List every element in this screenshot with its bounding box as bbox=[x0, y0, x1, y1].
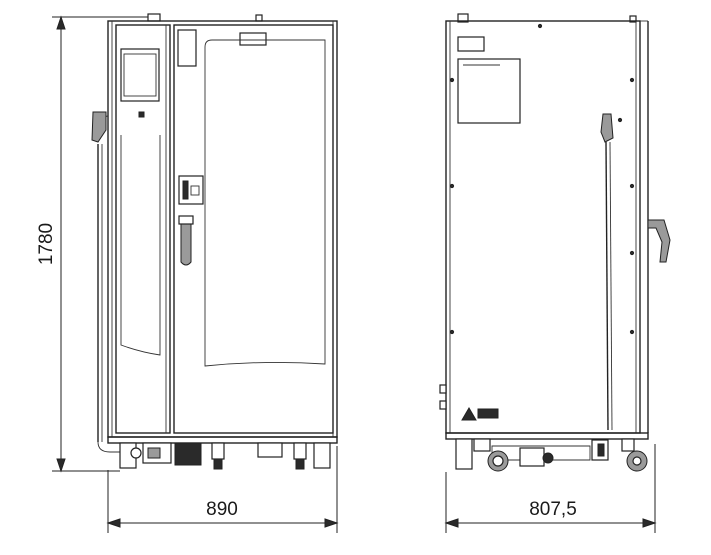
hand-shower-hose bbox=[91, 111, 107, 143]
door-handle bbox=[180, 223, 192, 266]
drain-box bbox=[174, 442, 202, 466]
side-view bbox=[439, 13, 671, 472]
display-screen bbox=[120, 48, 160, 102]
door-window bbox=[204, 39, 326, 367]
side-depth-dimension: 807,5 bbox=[444, 444, 657, 533]
warning-icon bbox=[461, 407, 477, 421]
rivet-dots bbox=[449, 23, 635, 335]
top-vent-knob bbox=[147, 13, 161, 22]
control-panel bbox=[115, 24, 171, 434]
front-width-label: 890 bbox=[206, 499, 238, 520]
oven-door bbox=[173, 24, 334, 434]
front-width-dimension: 890 bbox=[106, 446, 339, 533]
knob-icon bbox=[138, 111, 145, 118]
warning-label bbox=[477, 408, 499, 419]
height-label: 1780 bbox=[36, 223, 57, 265]
side-depth-label: 807,5 bbox=[529, 499, 577, 520]
height-dimension: 1780 bbox=[36, 15, 160, 473]
front-foot-right bbox=[313, 442, 331, 469]
side-door-handle bbox=[647, 219, 671, 263]
side-hand-shower bbox=[600, 113, 614, 143]
rating-plate bbox=[457, 58, 521, 124]
rating-plate-small bbox=[457, 36, 485, 52]
front-view bbox=[91, 13, 338, 470]
door-hinge-top bbox=[177, 29, 197, 67]
side-foot-left bbox=[455, 438, 473, 470]
door-label-plate bbox=[239, 32, 267, 46]
